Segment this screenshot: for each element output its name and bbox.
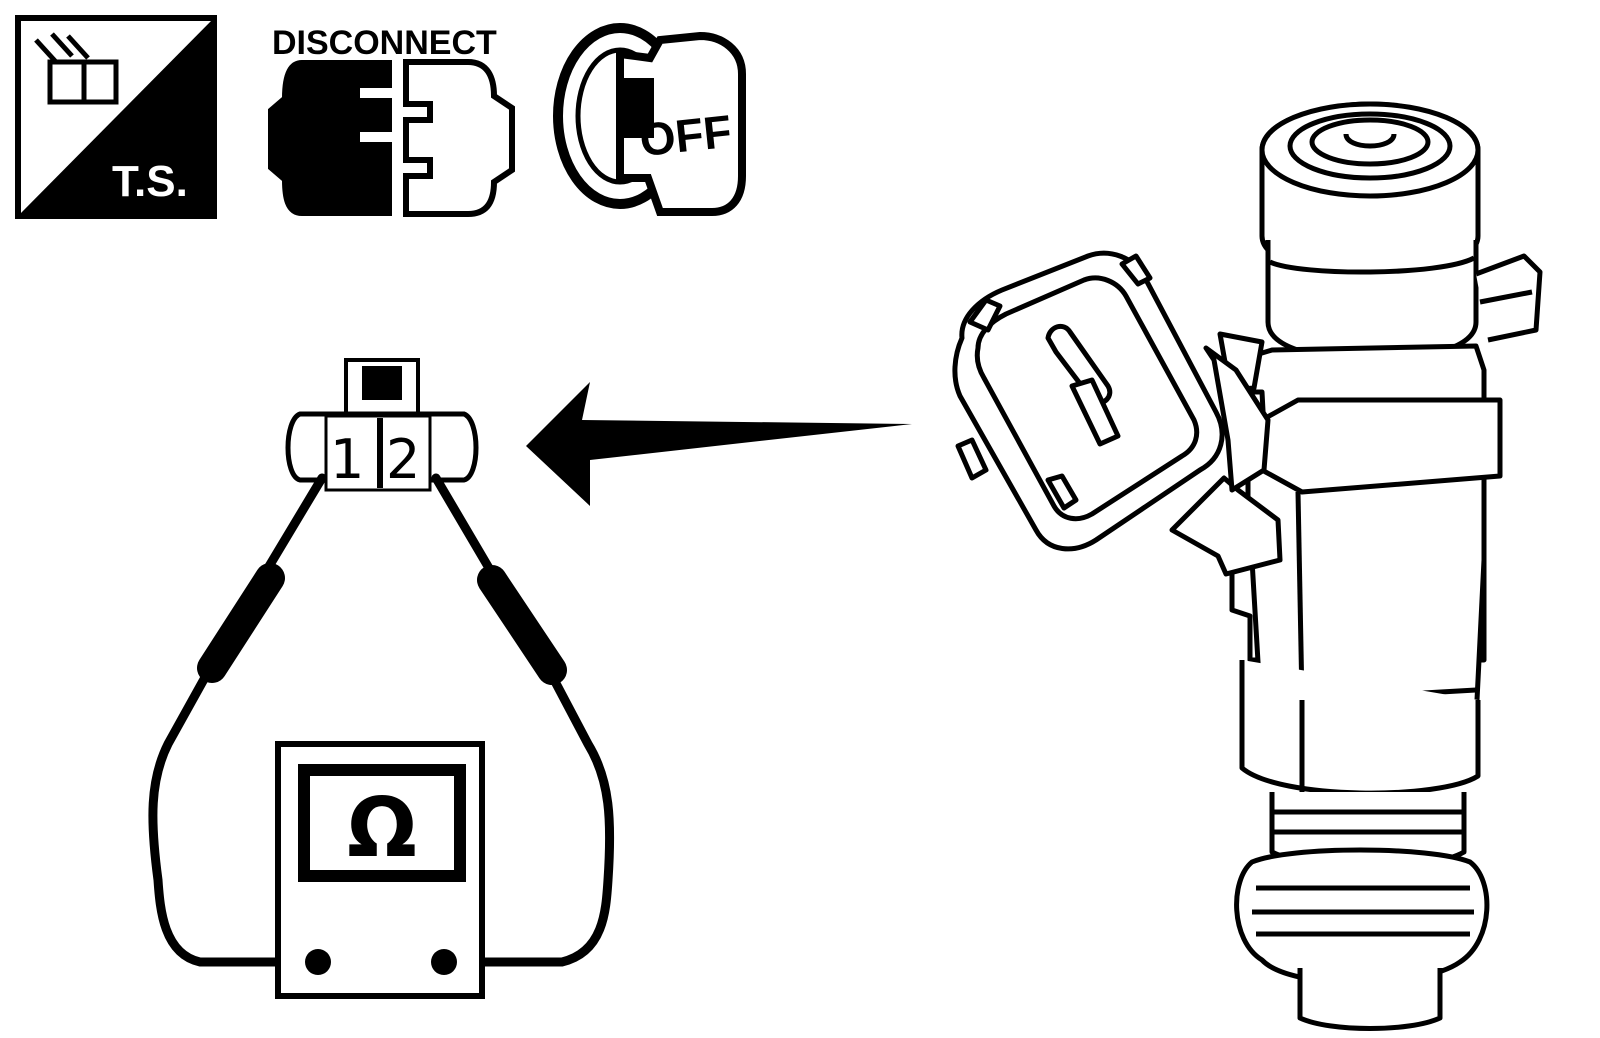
ohm-symbol: Ω (347, 781, 417, 876)
disconnect-connector-icon: DISCONNECT (268, 24, 515, 217)
pin-2-label: 2 (386, 428, 420, 491)
disconnect-label: DISCONNECT (272, 24, 497, 62)
ohmmeter: Ω (275, 741, 485, 999)
off-label: OFF (637, 105, 734, 166)
ohmmeter-test-leads (148, 473, 615, 967)
connector-block-icon (34, 32, 119, 105)
pin-1-label: 1 (330, 428, 364, 491)
left-probe (197, 563, 285, 683)
ignition-key-off-icon: OFF (553, 23, 746, 216)
right-jack (431, 949, 457, 975)
fuel-injector (1229, 101, 1543, 1031)
injector-connector-terminals: 1 2 (285, 358, 479, 492)
injector-connector-housing (952, 250, 1283, 577)
direction-arrow (526, 382, 912, 506)
ts-label: T.S. (112, 157, 188, 206)
left-jack (305, 949, 331, 975)
right-probe (477, 565, 567, 685)
test-service-icon: T.S. (15, 15, 217, 219)
